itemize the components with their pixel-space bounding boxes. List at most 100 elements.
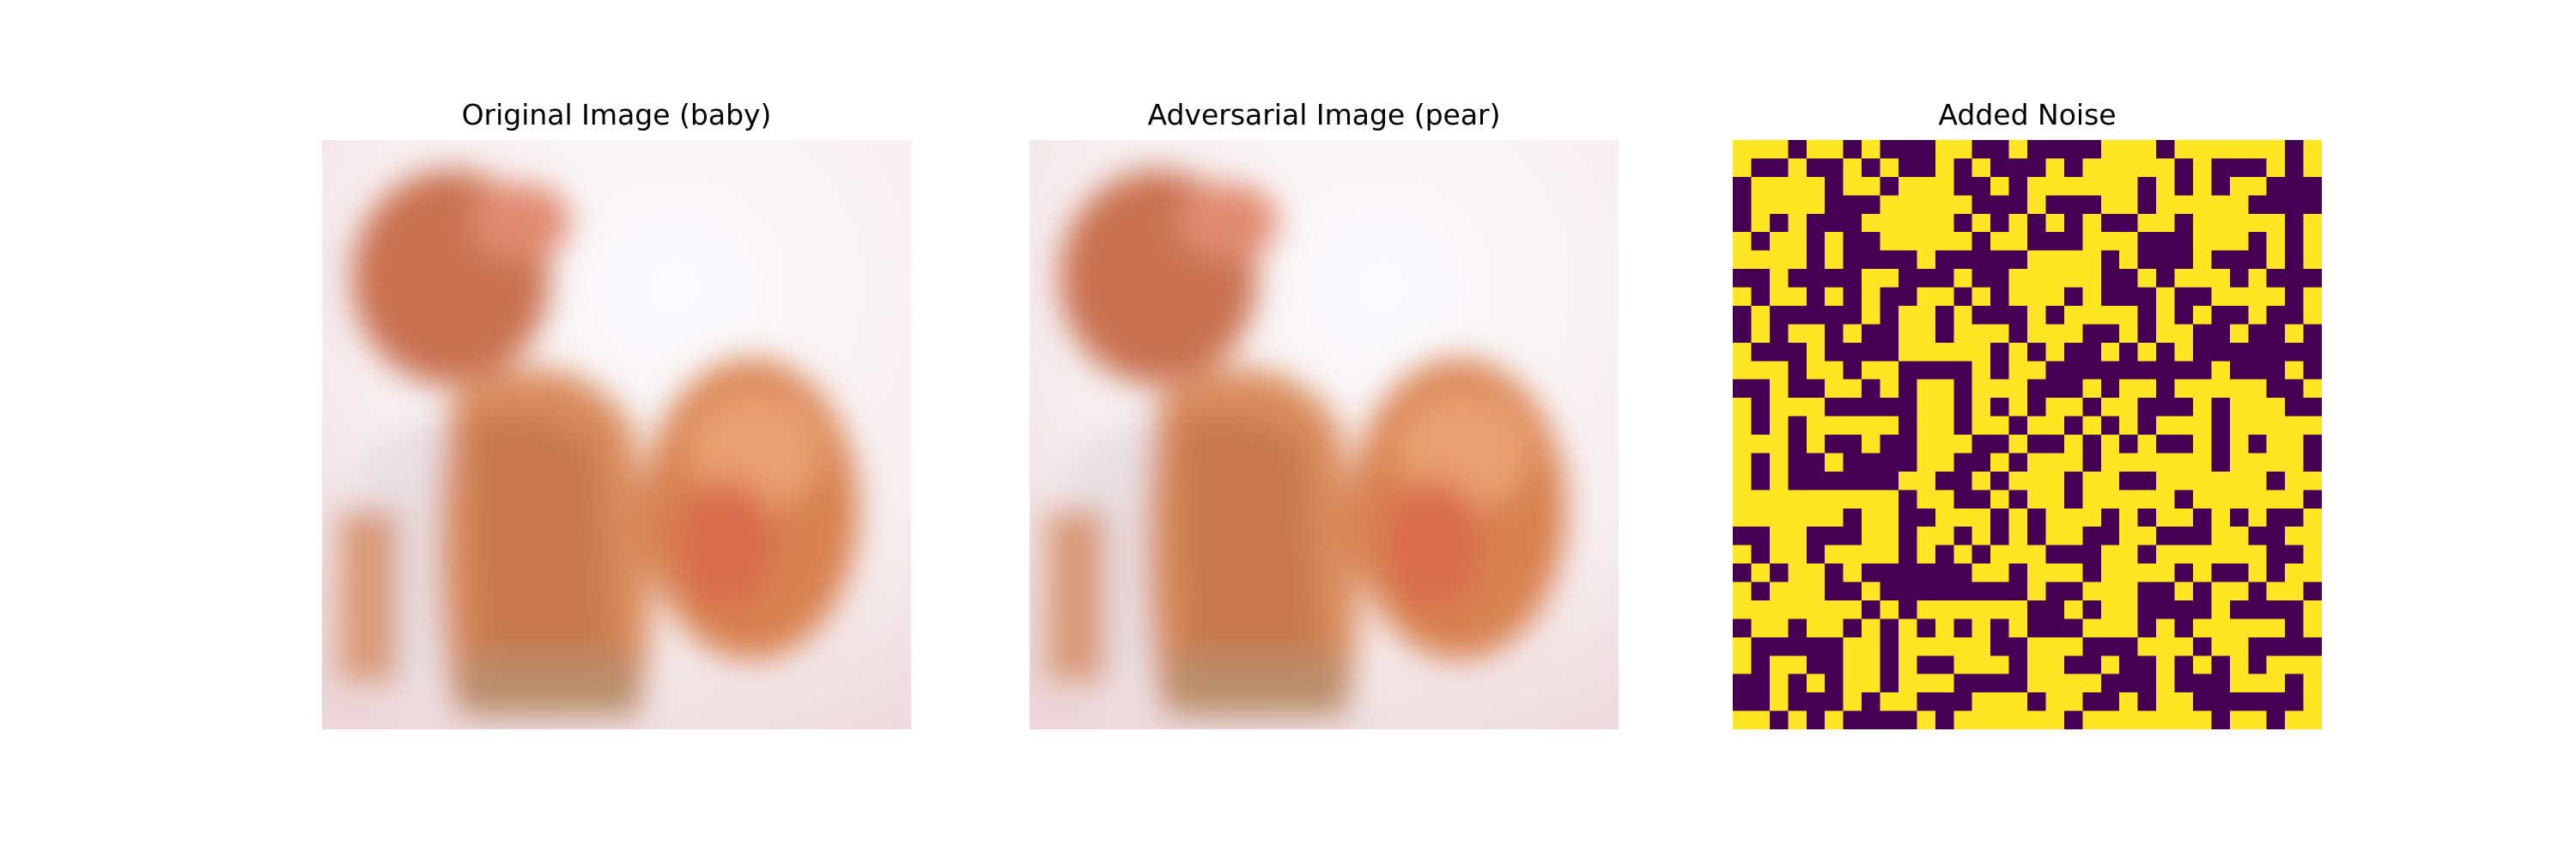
- noise-cell: [1990, 582, 2009, 600]
- noise-cell: [2248, 195, 2267, 214]
- noise-cell: [2027, 232, 2046, 251]
- noise-cell: [1843, 618, 1862, 637]
- noise-cell: [1880, 655, 1899, 674]
- noise-cell: [1862, 710, 1880, 729]
- noise-cell: [2229, 342, 2249, 362]
- noise-cell: [1990, 269, 2009, 288]
- noise-cell: [1825, 195, 1844, 214]
- noise-cell: [2174, 176, 2193, 196]
- noise-cell: [1953, 250, 1972, 270]
- noise-cell: [2174, 655, 2193, 674]
- noise-cell: [2285, 342, 2304, 362]
- noise-cell: [2063, 195, 2083, 214]
- noise-cell: [2100, 287, 2120, 306]
- noise-cell: [2119, 637, 2138, 656]
- noise-cell: [2174, 287, 2193, 306]
- noise-cell: [1751, 637, 1770, 656]
- noise-cell: [2303, 361, 2322, 380]
- noise-cell: [1880, 471, 1899, 490]
- noise-cell: [1788, 692, 1807, 711]
- noise-cell: [2008, 250, 2027, 270]
- noise-cell: [1825, 213, 1844, 233]
- noise-cell: [2303, 269, 2322, 288]
- noise-cell: [2156, 269, 2175, 288]
- noise-cell: [1953, 287, 1972, 306]
- noise-cell: [2063, 287, 2083, 306]
- noise-cell: [2119, 361, 2138, 380]
- noise-cell: [1862, 250, 1880, 270]
- noise-cell: [1917, 158, 1935, 177]
- noise-cell: [2156, 582, 2175, 600]
- noise-cell: [1733, 618, 1752, 637]
- noise-cell: [2082, 545, 2101, 564]
- noise-cell: [1880, 618, 1899, 637]
- noise-cell: [1971, 673, 1991, 693]
- noise-cell: [1788, 379, 1807, 399]
- noise-cell: [1935, 471, 1954, 490]
- noise-cell: [1898, 527, 1917, 545]
- noise-cell: [2285, 269, 2304, 288]
- noise-cell: [2063, 213, 2083, 233]
- noise-cell: [2174, 673, 2193, 693]
- noise-cell: [2137, 655, 2157, 674]
- noise-cell: [2211, 435, 2230, 454]
- noise-cell: [1843, 508, 1862, 527]
- noise-cell: [1971, 305, 1991, 325]
- noise-cell: [1843, 582, 1862, 600]
- noise-cell: [1843, 305, 1862, 325]
- noise-cell: [2082, 453, 2101, 472]
- noise-cell: [2063, 710, 2083, 729]
- noise-cell: [2192, 287, 2212, 306]
- noise-cell: [1751, 471, 1770, 490]
- noise-cell: [2137, 600, 2157, 619]
- noise-cell: [1825, 655, 1844, 674]
- noise-cell: [1788, 453, 1807, 472]
- noise-image: [1733, 140, 2322, 729]
- noise-cell: [2174, 158, 2193, 177]
- noise-cell: [2063, 158, 2083, 177]
- noise-cell: [2303, 324, 2322, 343]
- noise-cell: [1769, 710, 1789, 729]
- noise-cell: [2285, 140, 2304, 159]
- noise-cell: [2211, 710, 2230, 729]
- noise-cell: [1990, 158, 2009, 177]
- noise-cell: [1990, 527, 2009, 545]
- noise-cell: [2285, 673, 2304, 693]
- noise-cell: [2137, 673, 2157, 693]
- noise-cell: [1751, 692, 1770, 711]
- noise-cell: [1843, 361, 1862, 380]
- noise-cell: [2100, 416, 2120, 435]
- noise-cell: [2285, 213, 2304, 233]
- noise-cell: [2248, 692, 2267, 711]
- noise-cell: [1953, 673, 1972, 693]
- noise-cell: [1788, 305, 1807, 325]
- noise-cell: [1751, 673, 1770, 693]
- noise-cell: [1806, 527, 1826, 545]
- noise-cell: [1733, 692, 1752, 711]
- noise-cell: [2100, 673, 2120, 693]
- noise-cell: [2063, 342, 2083, 362]
- noise-cell: [2137, 176, 2157, 196]
- noise-cell: [1953, 471, 1972, 490]
- noise-cell: [2229, 600, 2249, 619]
- noise-cell: [2008, 582, 2027, 600]
- noise-cell: [1769, 213, 1789, 233]
- noise-cell: [1862, 564, 1880, 582]
- noise-cell: [1935, 710, 1954, 729]
- noise-cell: [2082, 655, 2101, 674]
- noise-cell: [1733, 379, 1752, 399]
- noise-cell: [1733, 305, 1752, 325]
- noise-cell: [2082, 140, 2101, 159]
- noise-cell: [2156, 250, 2175, 270]
- noise-cell: [1843, 213, 1862, 233]
- noise-cell: [2137, 195, 2157, 214]
- noise-cell: [2211, 324, 2230, 343]
- noise-cell: [1898, 140, 1917, 159]
- noise-cell: [1917, 582, 1935, 600]
- noise-cell: [2100, 379, 2120, 399]
- noise-cell: [1862, 342, 1880, 362]
- noise-cell: [2119, 342, 2138, 362]
- noise-cell: [2248, 232, 2267, 251]
- noise-cell: [2119, 435, 2138, 454]
- noise-cell: [2156, 361, 2175, 380]
